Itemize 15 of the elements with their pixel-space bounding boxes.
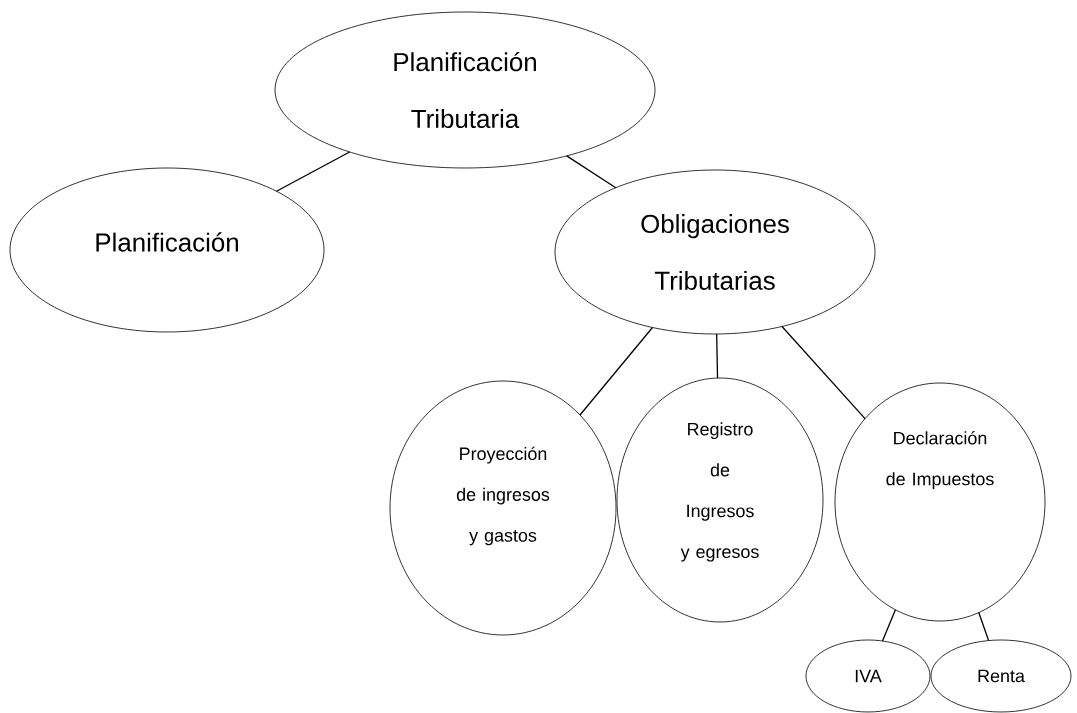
connector-line <box>275 151 351 192</box>
connector-line <box>579 326 654 416</box>
ellipse-node: Planificación <box>9 167 325 333</box>
ellipse-node: Obligaciones Tributarias <box>554 169 876 335</box>
connector-line <box>978 611 990 642</box>
ellipse-node: Renta <box>930 639 1072 713</box>
connector-line <box>566 155 617 189</box>
connector-line <box>716 333 719 379</box>
connector-line <box>781 325 866 420</box>
ellipse-node: IVA <box>805 639 931 713</box>
ellipse-node: Proyección de ingresos y gastos <box>389 380 617 636</box>
ellipse-node: Declaración de Impuestos <box>834 382 1046 622</box>
ellipse-node: Planificación Tributaria <box>274 11 656 169</box>
connector-line <box>881 609 897 642</box>
ellipse-node: Registro de Ingresos y egresos <box>616 377 824 623</box>
